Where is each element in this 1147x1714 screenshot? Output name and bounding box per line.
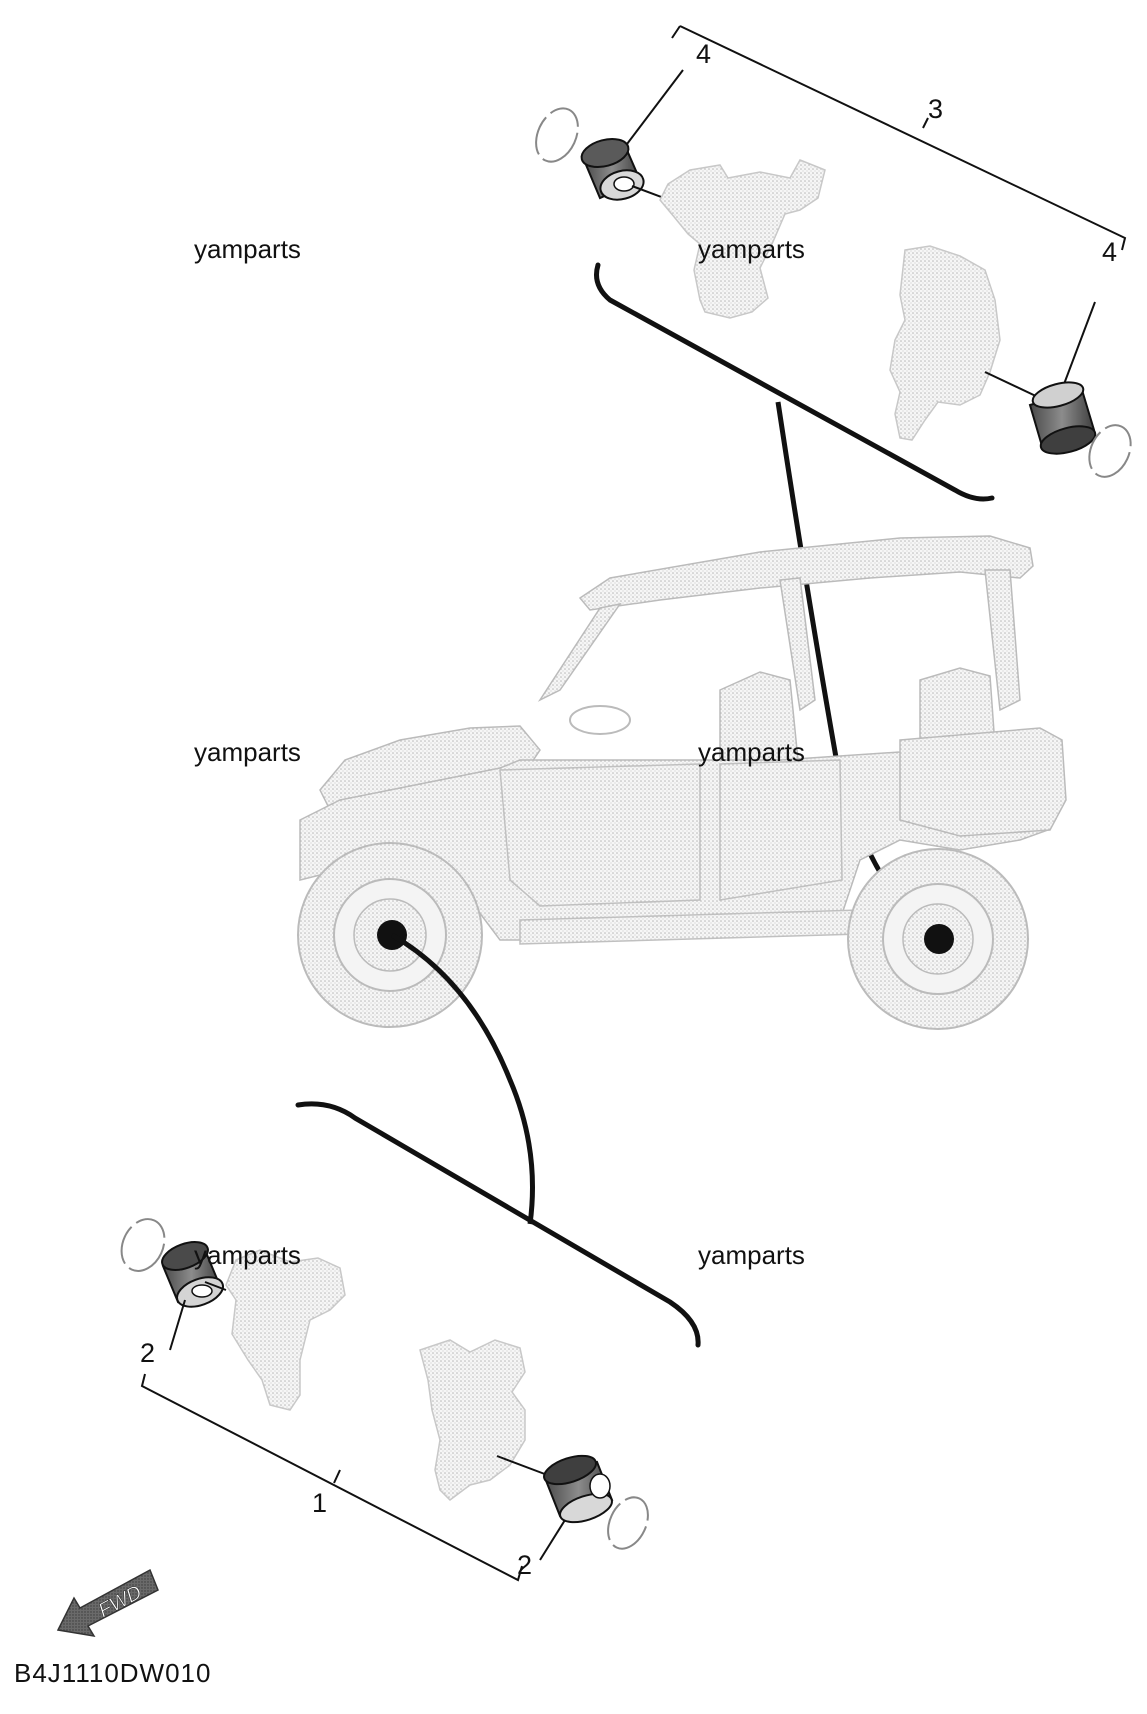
callout-3-leader bbox=[922, 117, 929, 129]
circlip-lower-right bbox=[607, 1496, 649, 1550]
watermark-3: yamparts bbox=[194, 737, 301, 767]
side-by-side-vehicle bbox=[297, 535, 1067, 1030]
callout-2-right: 2 bbox=[517, 1550, 532, 1580]
steering-knuckle-lower-right bbox=[419, 1339, 526, 1501]
steering-knuckle-lower-left bbox=[225, 1249, 346, 1411]
rear-wheel bbox=[847, 848, 1029, 1030]
callout-1-bracket bbox=[140, 1373, 523, 1582]
forward-arrow-icon: FWD bbox=[56, 1568, 159, 1638]
callout-4-right: 4 bbox=[1102, 237, 1117, 267]
steering-knuckle-upper-right bbox=[889, 245, 1001, 441]
watermark-4: yamparts bbox=[698, 737, 805, 767]
watermark-5: yamparts bbox=[194, 1240, 301, 1270]
diagram-code: B4J1110DW010 bbox=[14, 1658, 212, 1688]
lower-frame-line bbox=[295, 1101, 701, 1348]
callout-2-left: 2 bbox=[140, 1338, 155, 1368]
callout-4-top: 4 bbox=[696, 39, 711, 69]
rear-hub-marker bbox=[924, 924, 954, 954]
callout-4-upper-leader bbox=[671, 25, 681, 39]
front-wheel-link bbox=[390, 932, 535, 1225]
lower-knuckle-group bbox=[120, 1101, 701, 1582]
watermark-1: yamparts bbox=[194, 234, 301, 264]
upper-frame-line bbox=[594, 262, 995, 502]
circlip-upper-right bbox=[1088, 424, 1132, 478]
circlip-lower-left bbox=[120, 1218, 166, 1272]
watermark-6: yamparts bbox=[698, 1240, 805, 1270]
bearing-lower-right bbox=[543, 1454, 614, 1524]
front-wheel bbox=[297, 842, 483, 1028]
circlip-upper bbox=[535, 107, 579, 163]
callout-1-leader bbox=[333, 1469, 341, 1484]
callout-1: 1 bbox=[312, 1488, 327, 1518]
upper-knuckle-group bbox=[535, 25, 1132, 502]
callout-3-bracket bbox=[679, 25, 1127, 251]
callout-2-right-leader bbox=[539, 1519, 566, 1561]
bearing-lower-left bbox=[161, 1241, 224, 1308]
watermark-2: yamparts bbox=[698, 234, 805, 264]
callout-2-left-leader bbox=[169, 1299, 186, 1351]
callout-3: 3 bbox=[928, 94, 943, 124]
bearing-upper-right bbox=[1028, 381, 1097, 455]
steering-knuckle-upper-left bbox=[659, 159, 826, 319]
callout-4-upper-leader-2 bbox=[623, 69, 684, 149]
bearing-upper bbox=[580, 137, 645, 201]
